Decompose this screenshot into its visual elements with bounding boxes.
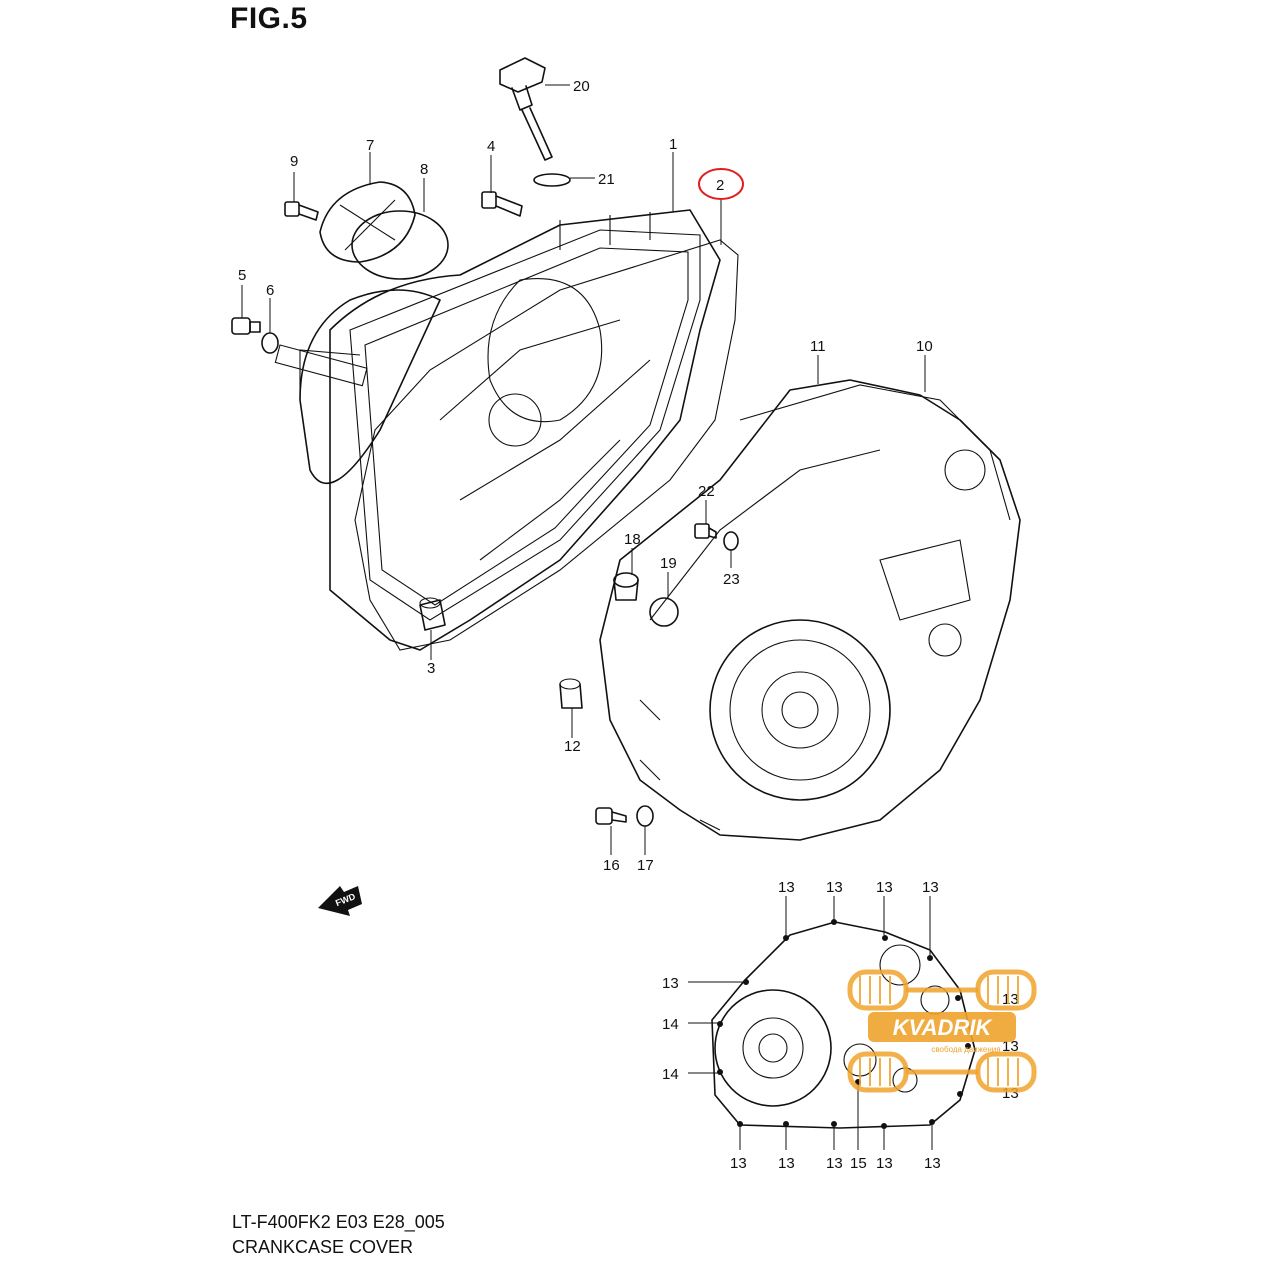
callout-13-top-4: 13 (922, 879, 939, 896)
forward-direction-arrow: FWD (318, 886, 362, 916)
o-ring-part-21 (533, 173, 571, 187)
crankcase-cover-outer (274, 209, 721, 651)
bolt-part-9 (284, 201, 319, 221)
o-ring-part-8 (351, 210, 449, 280)
callout-13-left: 13 (662, 975, 679, 992)
watermark-brand: KVADRIK (893, 1015, 994, 1040)
callout-13-right-1: 13 (1002, 991, 1019, 1008)
callout-16: 16 (603, 857, 620, 874)
callout-5: 5 (238, 267, 246, 284)
bolt-part-16 (595, 807, 627, 825)
sleeve-part-12 (559, 678, 583, 709)
callout-9: 9 (290, 153, 298, 170)
inspection-cover-part-7 (319, 181, 416, 263)
bolt-part-4 (481, 191, 523, 217)
callout-13-right-2: 13 (1002, 1038, 1019, 1055)
callout-3: 3 (427, 660, 435, 677)
washer-part-17 (636, 805, 654, 827)
plug-part-5 (231, 317, 261, 335)
dowel-pin-part-3 (419, 597, 446, 631)
callout-7: 7 (366, 137, 374, 154)
callout-13-bottom-1: 13 (730, 1155, 747, 1172)
callout-13-bottom-2: 13 (778, 1155, 795, 1172)
callout-22: 22 (698, 483, 715, 500)
callout-18: 18 (624, 531, 641, 548)
plug-part-18 (613, 572, 639, 601)
gasket-part-2 (354, 239, 739, 651)
highlight-circle (698, 168, 744, 200)
callout-13-bottom-3: 13 (826, 1155, 843, 1172)
crankcase-inner (599, 379, 1021, 841)
callout-13-top-1: 13 (778, 879, 795, 896)
callout-19: 19 (660, 555, 677, 572)
callout-13-top-2: 13 (826, 879, 843, 896)
callout-14-lower: 14 (662, 1066, 679, 1083)
callout-4: 4 (487, 138, 495, 155)
callout-11: 11 (810, 338, 826, 355)
callout-13-bottom-4: 13 (876, 1155, 893, 1172)
callout-6: 6 (266, 282, 274, 299)
callout-1: 1 (669, 136, 677, 153)
bolt-part-22 (694, 523, 717, 539)
oil-filler-cap-part-20 (499, 57, 553, 161)
figure-title: FIG.5 (230, 2, 308, 35)
callout-13-top-3: 13 (876, 879, 893, 896)
kvadrik-watermark-logo: KVADRIK свобода движения (847, 969, 1037, 1093)
callout-12: 12 (564, 738, 581, 755)
leader-lines (241, 84, 933, 1150)
callout-10: 10 (916, 338, 933, 355)
callout-21: 21 (598, 171, 615, 188)
diagram-caption: CRANKCASE COVER (232, 1237, 414, 1257)
washer-part-23 (723, 531, 739, 551)
oil-seal-part-19 (649, 597, 679, 627)
callout-15: 15 (850, 1155, 867, 1172)
callout-14-upper: 14 (662, 1016, 679, 1033)
watermark-tagline: свобода движения (931, 1045, 1000, 1054)
callout-13-bottom-5: 13 (924, 1155, 941, 1172)
callout-23: 23 (723, 571, 740, 588)
callout-17: 17 (637, 857, 654, 874)
callout-2: 2 (716, 177, 724, 194)
callout-20: 20 (573, 78, 590, 95)
washer-part-6 (261, 332, 279, 354)
callout-labels: 1 2 3 4 5 6 7 8 9 10 11 12 16 17 18 19 2… (238, 78, 1019, 1172)
callout-8: 8 (420, 161, 428, 178)
model-code: LT-F400FK2 E03 E28_005 (232, 1212, 445, 1232)
